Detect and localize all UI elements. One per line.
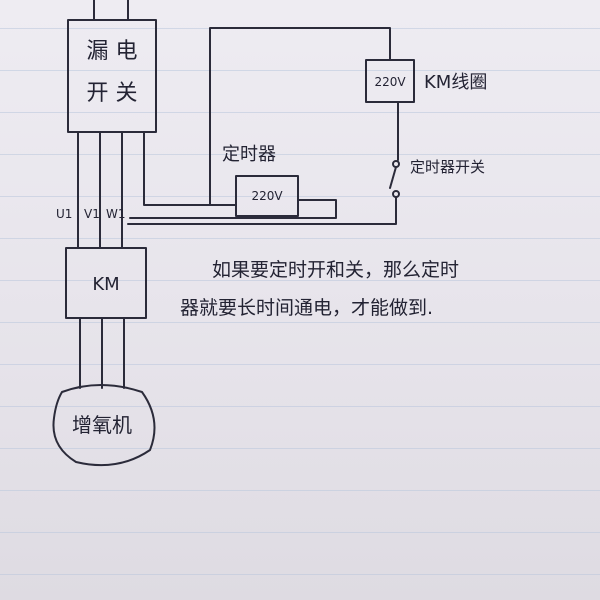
ruled-line — [0, 70, 600, 71]
ruled-line — [0, 532, 600, 533]
km-coil-box — [365, 59, 415, 103]
km-contactor-box — [65, 247, 147, 319]
note-line-2: 器就要长时间通电，才能做到. — [180, 297, 433, 319]
aerator-motor-label: 增氧机 — [72, 413, 132, 437]
timer-feed-wire-1 — [143, 131, 237, 206]
ruled-line — [0, 280, 600, 281]
ruled-line — [0, 364, 600, 365]
timer-title: 定时器 — [222, 144, 276, 165]
km-contactor-label: KM — [92, 274, 119, 295]
ruled-line — [0, 574, 600, 575]
phase-label-v: V1 — [84, 207, 100, 221]
ruled-line — [0, 448, 600, 449]
km-coil-label: KM线圈 — [424, 72, 487, 93]
timer-box — [235, 175, 299, 217]
phase-label-u: U1 — [56, 207, 72, 221]
leakage-switch-label-1: 漏 电 — [87, 39, 138, 64]
switch-return-wire — [127, 196, 397, 225]
leakage-switch-box — [67, 19, 157, 133]
phase-label-w: W1 — [106, 207, 126, 221]
ruled-line — [0, 154, 600, 155]
ruled-line — [0, 196, 600, 197]
timer-switch-label: 定时器开关 — [410, 158, 485, 176]
km-coil-voltage: 220V — [374, 75, 406, 89]
note-line-1: 如果要定时开和关，那么定时 — [212, 259, 459, 281]
ruled-line — [0, 406, 600, 407]
ruled-line — [0, 112, 600, 113]
aerator-motor-outline — [52, 384, 156, 467]
timer-voltage: 220V — [251, 189, 283, 203]
timer-switch-blade — [389, 166, 397, 189]
ruled-line — [0, 490, 600, 491]
leakage-switch-label-2: 开 关 — [87, 81, 138, 106]
ruled-line — [0, 322, 600, 323]
ruled-line — [0, 238, 600, 239]
control-wire-top — [209, 27, 391, 206]
timer-feed-wire-2 — [129, 199, 337, 219]
